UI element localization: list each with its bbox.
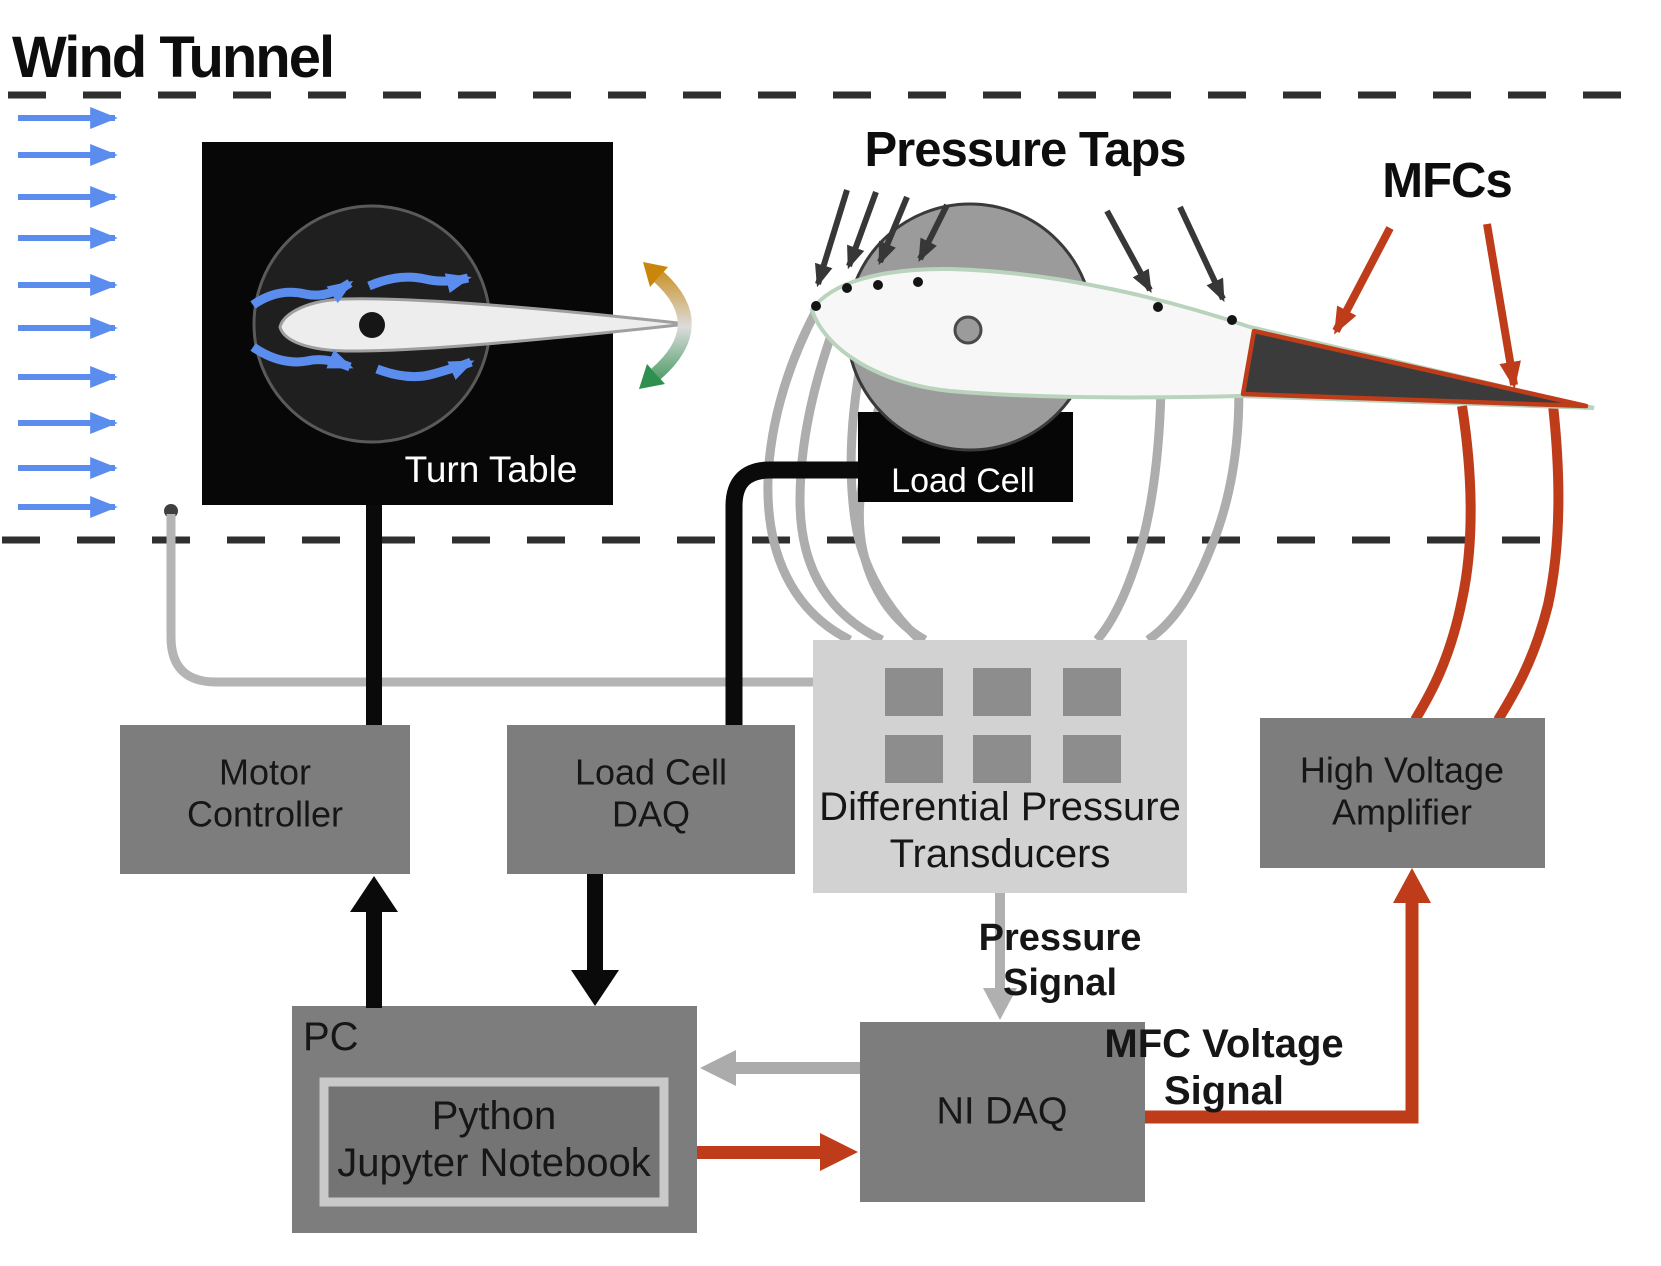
transducer-module [1063, 668, 1121, 716]
transducer-module [885, 735, 943, 783]
high-voltage-amplifier-label: High Voltage Amplifier [1299, 749, 1505, 833]
turn-table-flow-arrows [250, 272, 475, 382]
airfoil-pivot [953, 315, 983, 345]
rotation-arc [651, 271, 692, 380]
mfc-wire [1493, 404, 1564, 723]
high-voltage-amplifier-box [1260, 718, 1545, 868]
encoder-wire [166, 514, 813, 687]
mfc-voltage-signal-label: MFC Voltage Signal [1104, 1021, 1344, 1113]
tap-pointer-arrow-icon [1104, 209, 1153, 294]
load-cell-daq-to-pc-arrow [571, 874, 619, 1006]
pressure-tap-dots [811, 277, 1237, 325]
pressure-signal-label: Pressure Signal [978, 917, 1142, 1004]
pc-to-motor-controller-arrow [350, 876, 398, 1008]
flow-swoosh-icon [250, 279, 354, 309]
motor-controller-label: Motor Controller [186, 751, 344, 835]
transducer-module [885, 668, 943, 716]
flow-swoosh-icon [250, 343, 354, 372]
turn-table-airfoil [278, 297, 688, 353]
mfc-flap [1240, 328, 1589, 409]
load-cell-daq-box [507, 725, 795, 874]
tap-pointer-arrow-icon [814, 189, 850, 288]
ni-daq-box [860, 1022, 1145, 1202]
pressure-tap-arrows [814, 189, 1226, 303]
page-title: Wind Tunnel [12, 25, 335, 90]
flow-swoosh-icon [375, 357, 475, 382]
mfc-pointer-arrow-icon [1332, 226, 1394, 335]
rotation-arrow-down-icon [639, 364, 665, 389]
transducers-label: Differential Pressure Transducers [819, 784, 1181, 876]
freestream-flow-arrows [18, 106, 118, 519]
tap-pointer-arrow-icon [846, 190, 879, 270]
mfc-voltage-signal-line [1145, 900, 1419, 1124]
mfc-pointer-arrow-icon [1483, 223, 1521, 390]
pressure-taps-label: Pressure Taps [864, 123, 1186, 178]
mfc-wire [1410, 405, 1476, 723]
pressure-tube [795, 291, 884, 645]
load-cell-daq-label: Load Cell DAQ [574, 751, 728, 835]
transducer-module [1063, 735, 1121, 783]
pc-label: PC [303, 1015, 359, 1059]
pressure-tap-dot [842, 283, 852, 293]
turn-table-airfoil-pivot [359, 312, 385, 338]
pressure-tap-dot [1227, 315, 1237, 325]
pressure-tap-dot [1153, 302, 1163, 312]
pressure-tap-dot [811, 301, 821, 311]
flow-swoosh-icon [367, 272, 472, 293]
load-cell-wire [725, 461, 862, 727]
mfc-voltage-signal-arrowhead [1393, 868, 1431, 903]
mfc-pointer-arrows [1332, 223, 1521, 390]
pressure-tube [763, 308, 853, 645]
ni-daq-to-pc-arrow [700, 1050, 860, 1086]
python-notebook-frame [319, 1077, 669, 1207]
ni-daq-label: NI DAQ [936, 1090, 1068, 1133]
mfcs-label: MFCs [1382, 154, 1512, 209]
rotation-arrow-up-icon [643, 262, 668, 287]
load-cell-label: Load Cell [891, 461, 1035, 500]
pc-to-ni-daq-arrow [697, 1133, 858, 1171]
turn-table-motor-wire [366, 505, 382, 727]
turn-table-label: Turn Table [404, 449, 578, 491]
transducer-modules [885, 668, 1121, 783]
motor-controller-box [120, 725, 410, 874]
transducer-module [973, 735, 1031, 783]
pressure-tap-dot [873, 280, 883, 290]
tap-pointer-arrow-icon [1177, 205, 1226, 303]
mfc-wires [1410, 404, 1564, 723]
tap-pointer-arrow-icon [917, 203, 950, 263]
pressure-signal-arrow [983, 893, 1017, 1020]
python-notebook-label: Python Jupyter Notebook [337, 1093, 651, 1185]
pressure-tap-dot [913, 277, 923, 287]
transducer-module [973, 668, 1031, 716]
tap-pointer-arrow-icon [877, 195, 910, 266]
